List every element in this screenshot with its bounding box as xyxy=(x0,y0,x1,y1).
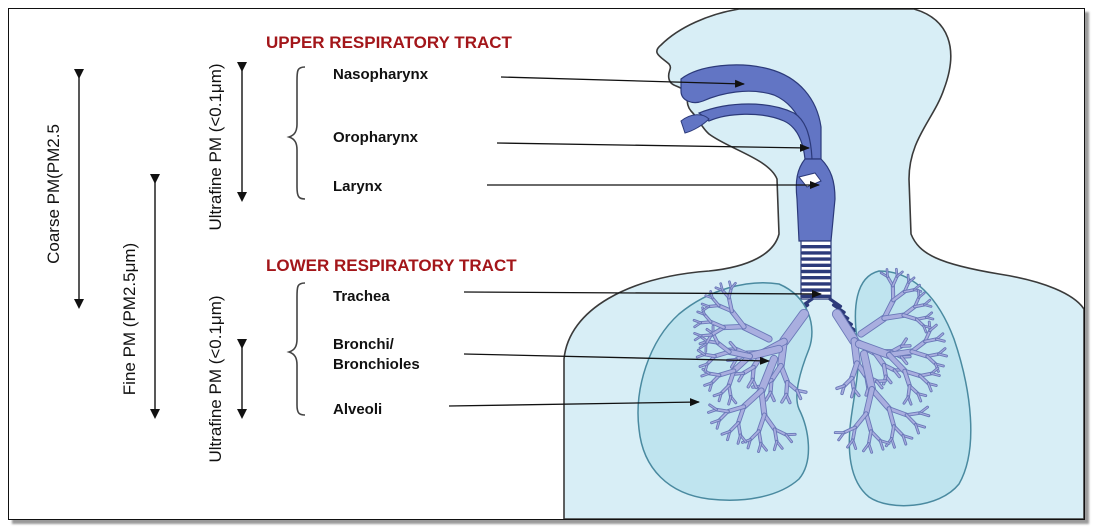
larynx-shape xyxy=(796,159,835,241)
bronchioles-label: Bronchioles xyxy=(333,356,420,373)
upper-brace xyxy=(289,67,305,199)
bronchi-label: Bronchi/ xyxy=(333,336,395,353)
trachea-ring xyxy=(801,270,831,273)
trachea-ring xyxy=(801,276,831,279)
respiratory-diagram: UPPER RESPIRATORY TRACT LOWER RESPIRATOR… xyxy=(9,9,1084,519)
trachea-ring xyxy=(801,282,831,285)
ultrafine-upper-label: Ultrafine PM (<0.1μm) xyxy=(206,63,225,230)
oropharynx-label: Oropharynx xyxy=(333,129,419,146)
trachea-ring xyxy=(801,251,831,254)
lower-tract-heading: LOWER RESPIRATORY TRACT xyxy=(266,256,517,275)
lower-brace xyxy=(289,283,305,415)
larynx-label: Larynx xyxy=(333,178,383,195)
upper-tract-heading: UPPER RESPIRATORY TRACT xyxy=(266,33,513,52)
diagram-frame: UPPER RESPIRATORY TRACT LOWER RESPIRATOR… xyxy=(8,8,1085,520)
fine-pm-label: Fine PM (PM2.5μm) xyxy=(120,243,139,395)
trachea-ring xyxy=(801,257,831,260)
bronchiole xyxy=(735,373,743,374)
bronchiole xyxy=(701,335,711,336)
ultrafine-lower-label: Ultrafine PM (<0.1μm) xyxy=(206,295,225,462)
trachea-ring xyxy=(801,295,831,298)
bronchiole xyxy=(786,382,787,394)
alveoli-label: Alveoli xyxy=(333,401,382,418)
trachea-ring xyxy=(801,245,831,248)
coarse-pm-label: Coarse PM(PM2.5 xyxy=(44,124,63,264)
bronchiole xyxy=(887,269,888,276)
trachea-ring xyxy=(801,288,831,291)
trachea-label: Trachea xyxy=(333,288,390,305)
trachea-ring xyxy=(801,264,831,267)
nasopharynx-label: Nasopharynx xyxy=(333,66,429,83)
